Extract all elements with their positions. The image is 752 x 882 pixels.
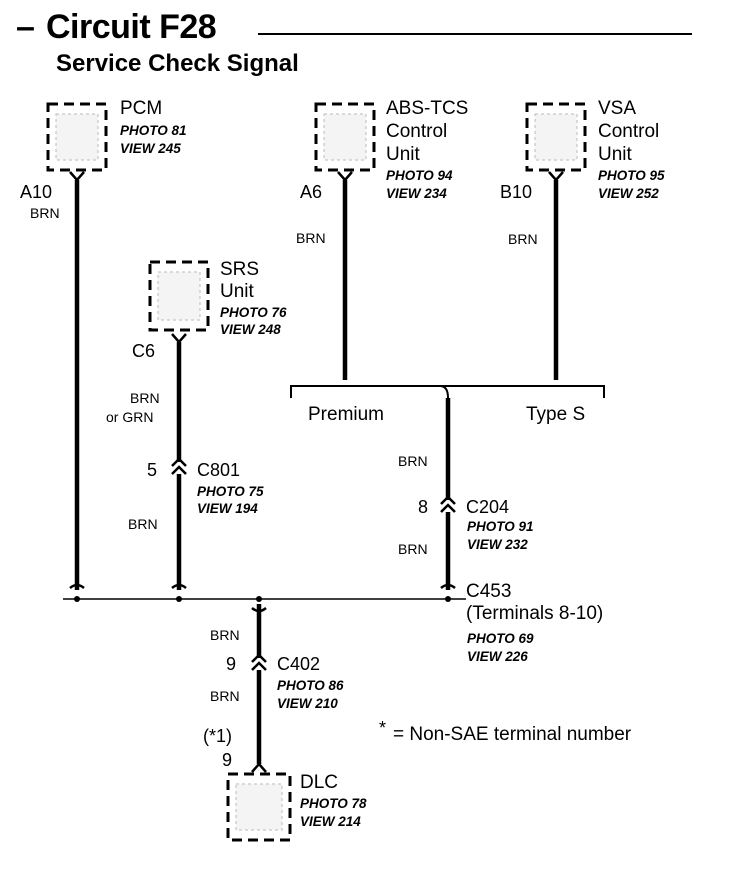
title-dash: – <box>16 8 35 46</box>
abs-label-2: Control <box>386 121 448 142</box>
c204-wire-color-lower: BRN <box>398 541 428 557</box>
srs-wire-color-2: or GRN <box>106 409 154 425</box>
c204-view: VIEW 232 <box>467 537 528 552</box>
c453-label: C453 <box>466 581 512 602</box>
c801-pin: 5 <box>147 460 158 480</box>
c453-view: VIEW 226 <box>467 649 528 664</box>
variant-bracket-center <box>439 385 449 399</box>
variant-bracket <box>290 385 605 398</box>
c204-mark <box>440 495 456 513</box>
dlc-connector-box <box>226 772 292 842</box>
srs-pin: C6 <box>132 341 156 361</box>
c204-photo: PHOTO 91 <box>467 519 534 534</box>
abs-label-1: ABS-TCS <box>386 98 469 119</box>
c453-terminal-out <box>251 607 267 613</box>
c402-wire-color-lower: BRN <box>210 688 240 704</box>
vsa-label-3: Unit <box>598 144 632 165</box>
vsa-pin-terminal <box>548 171 564 182</box>
abs-photo: PHOTO 94 <box>386 168 453 183</box>
pcm-view: VIEW 245 <box>120 141 181 156</box>
c453-photo: PHOTO 69 <box>467 631 534 646</box>
vsa-label-2: Control <box>598 121 660 142</box>
dlc-photo: PHOTO 78 <box>300 796 367 811</box>
c801-view: VIEW 194 <box>197 501 258 516</box>
dlc-pin-terminal <box>251 762 267 773</box>
vsa-view: VIEW 252 <box>598 186 659 201</box>
variant-premium: Premium <box>308 404 385 425</box>
footnote-text: = Non-SAE terminal number <box>393 724 632 745</box>
c453-terminal-srs <box>171 583 187 589</box>
pcm-label: PCM <box>120 98 163 119</box>
c801-wire-color: BRN <box>128 516 158 532</box>
c801-photo: PHOTO 75 <box>197 484 264 499</box>
dlc-pin-note: (*1) <box>203 726 233 746</box>
abs-tcs-connector-box <box>314 102 376 172</box>
vsa-photo: PHOTO 95 <box>598 168 665 183</box>
vsa-wire-color: BRN <box>508 231 538 247</box>
c402-pin: 9 <box>226 654 237 674</box>
abs-wire-color: BRN <box>296 230 326 246</box>
c453-dot-srs <box>176 596 182 602</box>
srs-label-1: SRS <box>220 259 260 280</box>
srs-photo: PHOTO 76 <box>220 305 287 320</box>
pcm-pin-terminal <box>69 171 85 182</box>
dlc-label: DLC <box>300 772 339 793</box>
c402-label: C402 <box>277 654 321 674</box>
pcm-connector-box <box>46 102 108 172</box>
c402-view: VIEW 210 <box>277 696 338 711</box>
page-subtitle: Service Check Signal <box>56 50 299 77</box>
pcm-photo: PHOTO 81 <box>120 123 187 138</box>
c453-dot-pcm <box>74 596 80 602</box>
abs-pin-terminal <box>337 171 353 182</box>
srs-pin-terminal <box>171 333 187 344</box>
c453-terminal-pcm <box>69 583 85 589</box>
vsa-connector-box <box>525 102 587 172</box>
dlc-pin: 9 <box>222 750 233 770</box>
c402-wire-color-upper: BRN <box>210 627 240 643</box>
c204-wire-color-upper: BRN <box>398 453 428 469</box>
c453-terminal-c204 <box>440 583 456 589</box>
c453-dot-out <box>256 596 262 602</box>
footnote-symbol: * <box>379 718 387 738</box>
dlc-view: VIEW 214 <box>300 814 361 829</box>
c204-label: C204 <box>466 497 510 517</box>
abs-label-3: Unit <box>386 144 420 165</box>
c402-mark <box>251 653 267 671</box>
c801-label: C801 <box>197 460 241 480</box>
abs-view: VIEW 234 <box>386 186 447 201</box>
variant-type-s: Type S <box>526 404 586 425</box>
c453-terminals: (Terminals 8-10) <box>466 603 604 624</box>
srs-view: VIEW 248 <box>220 322 281 337</box>
abs-pin: A6 <box>300 182 323 202</box>
vsa-label-1: VSA <box>598 98 637 119</box>
srs-wire-color-1: BRN <box>130 390 160 406</box>
c801-mark <box>171 457 187 475</box>
srs-label-2: Unit <box>220 281 254 302</box>
pcm-wire-color: BRN <box>30 205 60 221</box>
vsa-pin: B10 <box>500 182 533 202</box>
c204-pin: 8 <box>418 497 429 517</box>
pcm-pin: A10 <box>20 182 53 202</box>
srs-connector-box <box>148 260 210 332</box>
c453-dot-c204 <box>445 596 451 602</box>
c402-photo: PHOTO 86 <box>277 678 344 693</box>
page-title: Circuit F28 <box>46 8 217 46</box>
